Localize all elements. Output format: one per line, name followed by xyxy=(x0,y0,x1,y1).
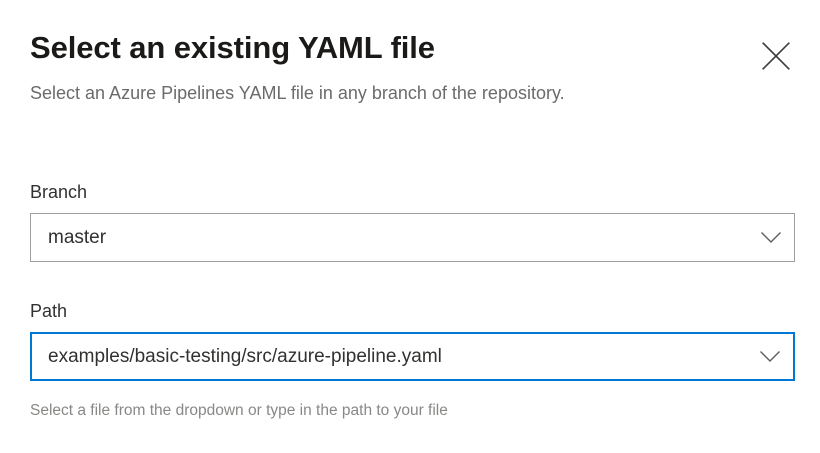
branch-field-group: Branch xyxy=(30,180,795,262)
path-label: Path xyxy=(30,301,68,321)
form-area: Branch Path Select a file xyxy=(30,180,795,422)
dialog-subtitle: Select an Azure Pipelines YAML file in a… xyxy=(30,83,565,103)
page-title: Select an existing YAML file xyxy=(30,30,435,65)
branch-chevron-down-icon[interactable] xyxy=(748,214,794,261)
branch-combobox[interactable] xyxy=(30,213,795,262)
close-icon xyxy=(762,42,790,70)
path-combobox[interactable] xyxy=(30,332,795,381)
branch-input[interactable] xyxy=(31,224,748,251)
path-field-group: Path Select a file from the dropdown or … xyxy=(30,299,795,422)
path-input[interactable] xyxy=(32,343,747,370)
path-chevron-down-icon[interactable] xyxy=(747,334,793,379)
branch-label: Branch xyxy=(30,182,88,202)
dialog-header: Select an existing YAML file Select an A… xyxy=(30,28,730,108)
close-button[interactable] xyxy=(756,36,796,76)
path-helper-text: Select a file from the dropdown or type … xyxy=(30,402,448,419)
